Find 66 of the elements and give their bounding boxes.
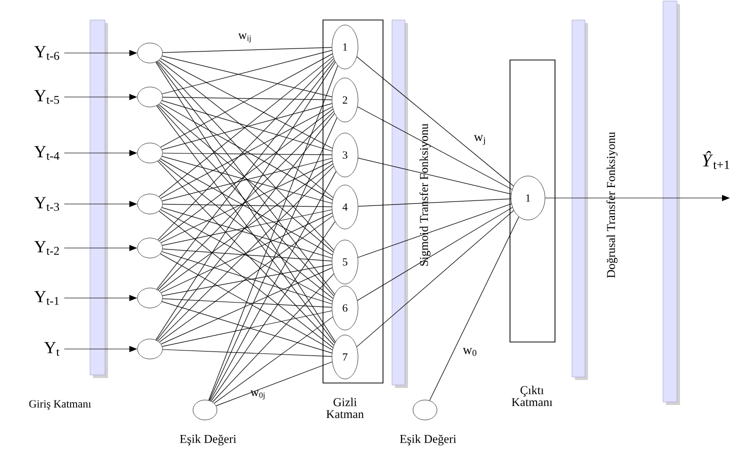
connection-line <box>162 301 332 354</box>
connection-line <box>429 216 520 401</box>
weight-label: w$_{ij}$ <box>238 34 251 42</box>
node-label: Gizli Katman <box>326 398 364 418</box>
node-label: Çıktı Katmanı <box>512 386 552 406</box>
weight-label: w$_{j}$ <box>474 135 485 145</box>
edge-label: Ŷ$_{t+1}$ <box>700 150 732 170</box>
hidden-neuron: 3 <box>332 132 358 178</box>
connection-line <box>162 56 332 98</box>
hidden-neuron: 2 <box>332 78 358 122</box>
input-label: Y$_{t}$ <box>44 342 60 356</box>
input-neuron <box>137 238 163 258</box>
connection-line <box>162 50 332 94</box>
input-label: Y$_{t-1}$ <box>34 291 59 305</box>
connection-line <box>210 171 336 402</box>
connection-line <box>356 210 514 348</box>
input-neuron <box>137 42 163 64</box>
connection-line <box>162 264 332 296</box>
connection-line <box>162 47 332 53</box>
connection-line <box>357 106 512 190</box>
weight-label: w$_{0j}$ <box>250 390 264 400</box>
connection-line <box>358 204 512 258</box>
bias-label: Eşik Değeri <box>400 434 456 446</box>
input-neuron <box>137 86 163 108</box>
input-label: Y$_{t-5}$ <box>34 90 60 104</box>
connection-line <box>162 152 332 156</box>
input-neuron <box>137 288 163 308</box>
input-label: Y$_{t-6}$ <box>34 46 60 60</box>
connection-line <box>209 117 338 401</box>
connection-line <box>214 316 334 404</box>
connection-line <box>162 251 332 304</box>
connection-line <box>162 204 332 208</box>
output-neuron: 1 <box>510 176 546 220</box>
connection-line <box>162 298 332 308</box>
connection-line <box>212 274 334 402</box>
input-label: Y$_{t-3}$ <box>34 197 60 211</box>
input-neuron <box>137 194 163 214</box>
connection-line <box>358 198 512 207</box>
bias-label: Eşik Değeri <box>180 434 236 446</box>
connection-line <box>162 248 332 262</box>
connection-line <box>162 209 332 246</box>
input-label: Y$_{t-4}$ <box>34 146 60 160</box>
layer-function-label: Doğrusal Transfer Fonksiyonu <box>606 132 618 278</box>
input-label: Y$_{t-2}$ <box>34 241 59 255</box>
hidden-neuron: 6 <box>332 286 358 330</box>
connection-line <box>162 96 332 100</box>
hidden-neuron: 4 <box>332 184 358 230</box>
input-neuron <box>137 142 163 164</box>
input-neuron <box>137 338 163 360</box>
connection-line <box>162 207 332 258</box>
connection-line <box>162 349 332 357</box>
connection-line <box>162 310 332 347</box>
hidden-neuron: 5 <box>332 240 358 284</box>
hidden-neuron: 7 <box>332 334 358 380</box>
layer-function-label: Sigmoid Transfer Fonksiyonu <box>420 124 430 266</box>
connection-line <box>216 362 332 406</box>
hidden-neuron: 1 <box>332 24 358 70</box>
connection-line <box>357 207 513 301</box>
layer-label: Giriş Katmanı <box>29 400 91 410</box>
connection-line <box>356 56 514 186</box>
connection-line <box>160 254 333 350</box>
connection-line <box>358 158 512 194</box>
connection-line <box>208 65 338 401</box>
connection-line <box>160 267 333 344</box>
connection-line <box>210 221 336 402</box>
weight-label: w$_{0}$ <box>462 348 476 356</box>
